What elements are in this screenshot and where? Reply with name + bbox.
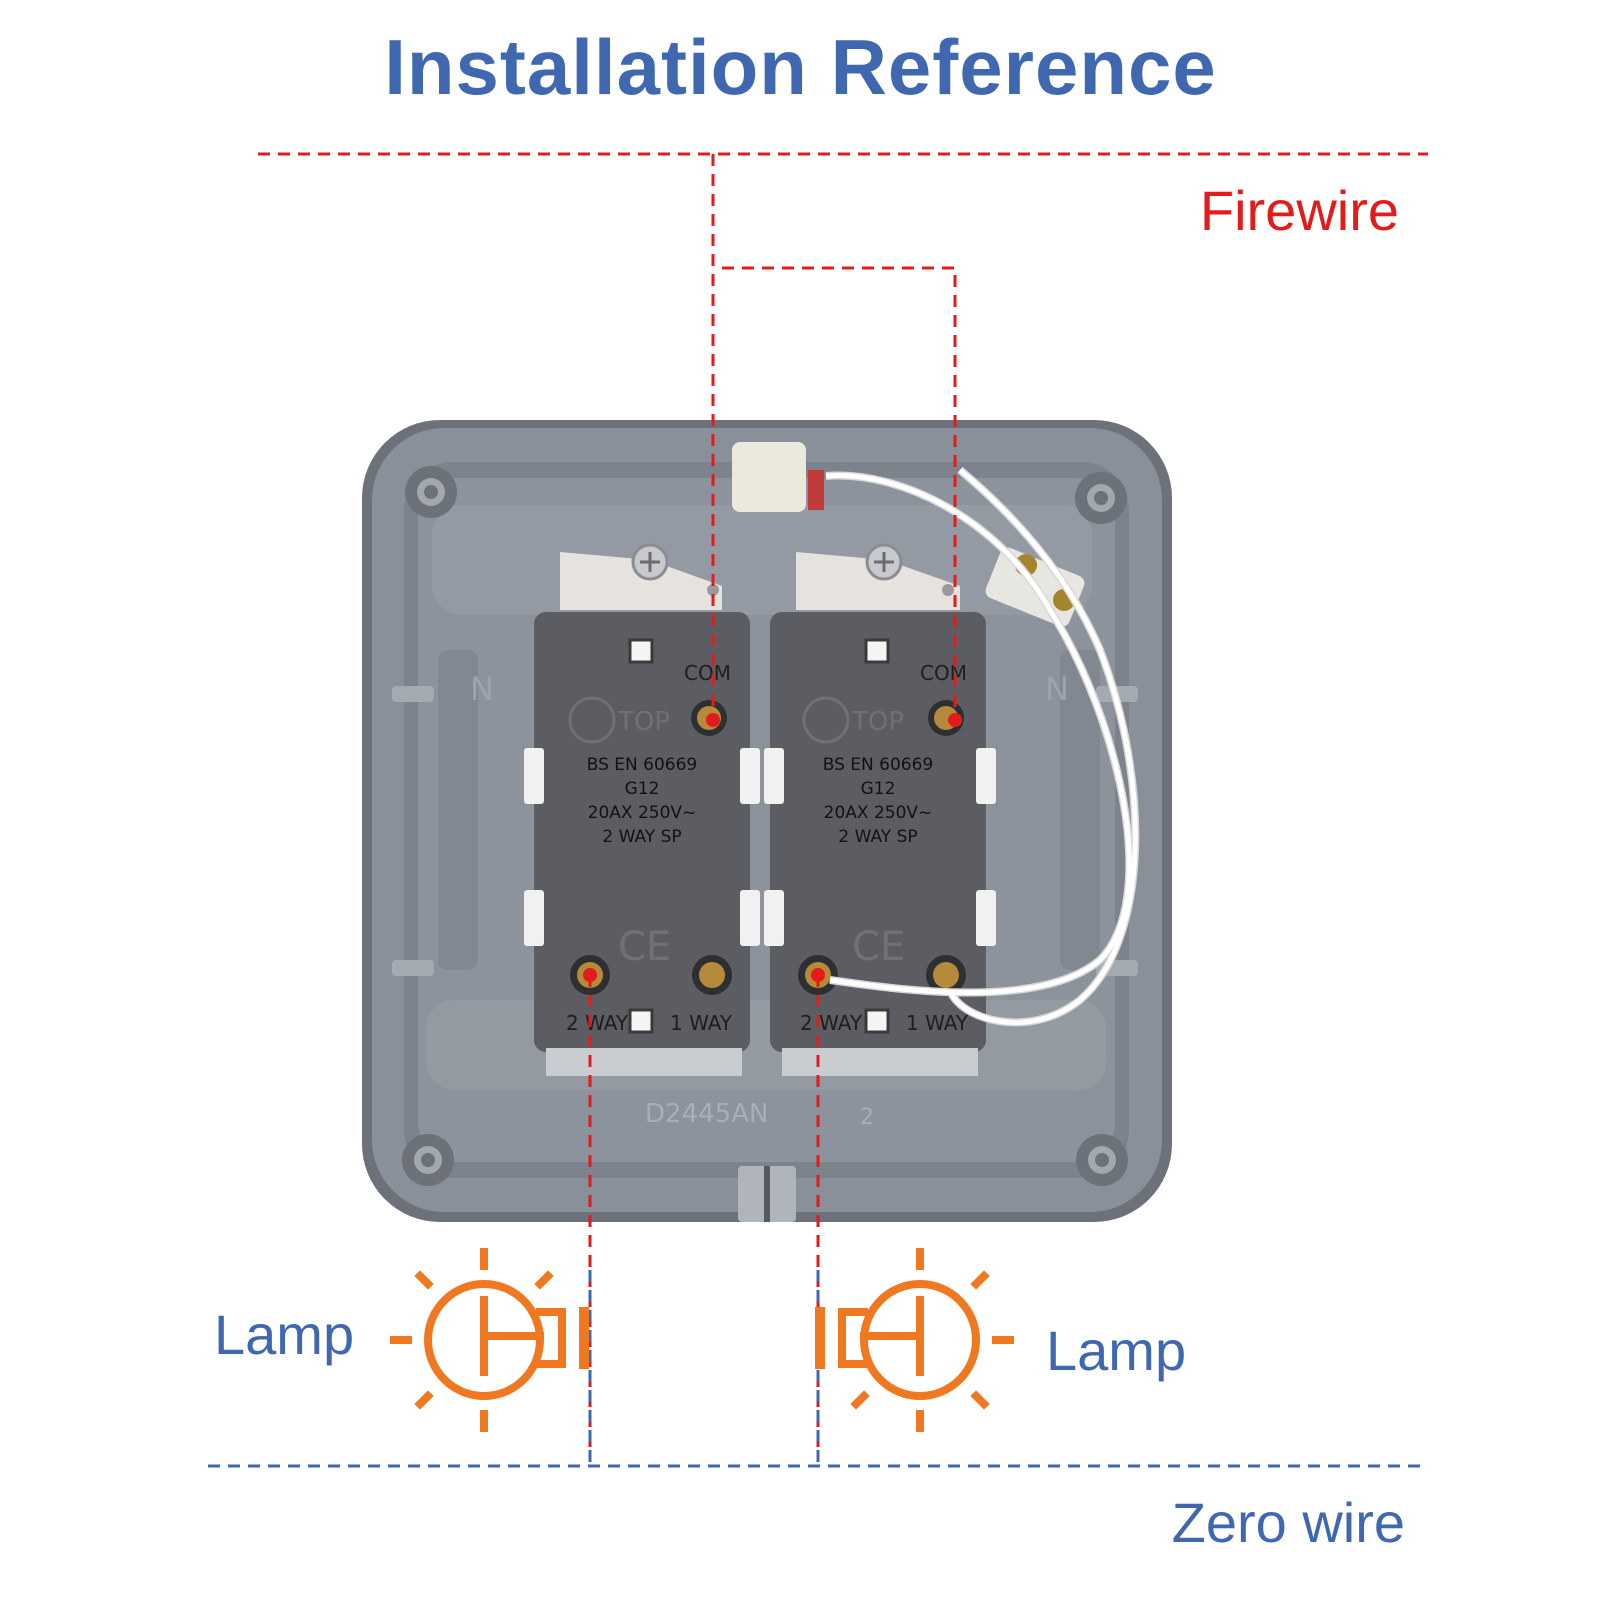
corner-screw-hole-icon <box>1076 1134 1128 1186</box>
back-box: N N D2445AN 2 <box>362 420 1172 1222</box>
lamp-icon <box>390 1248 589 1432</box>
box-model-number: D2445AN <box>645 1099 768 1129</box>
corner-screw-hole-icon <box>1075 472 1127 524</box>
switch-module-left: COM TOP BS EN 60669 G12 20AX 250V~ 2 WAY… <box>524 543 760 1076</box>
red-connection-dots <box>583 713 962 982</box>
rating-line: 20AX 250V~ <box>588 803 697 823</box>
screw-terminal-icon <box>865 543 903 581</box>
screw-terminal-icon <box>631 543 669 581</box>
com-label: COM <box>684 661 731 685</box>
zero-wire-lines <box>208 1270 1428 1468</box>
rating-line: G12 <box>861 779 896 799</box>
corner-screw-hole-icon <box>405 466 457 518</box>
firewire-label: Firewire <box>1199 179 1399 242</box>
top-label: TOP <box>617 707 670 737</box>
way1-label: 1 WAY <box>906 1011 969 1035</box>
rating-line: 2 WAY SP <box>838 827 917 847</box>
box-side-mark-left: N <box>470 670 494 708</box>
rating-line: BS EN 60669 <box>823 755 934 775</box>
box-side-mark-right: N <box>1045 670 1069 708</box>
switch-module-right: COM TOP BS EN 60669 G12 20AX 250V~ 2 WAY… <box>764 543 996 1076</box>
box-mark: 2 <box>860 1105 874 1130</box>
way1-terminal-icon <box>692 955 732 995</box>
rating-line: 2 WAY SP <box>602 827 681 847</box>
corner-screw-hole-icon <box>402 1134 454 1186</box>
top-label: TOP <box>851 707 904 737</box>
way1-terminal-icon <box>926 955 966 995</box>
rating-line: 20AX 250V~ <box>824 803 933 823</box>
lamp-label-right: Lamp <box>1046 1319 1187 1382</box>
rating-line: G12 <box>625 779 660 799</box>
white-jumper-wire <box>825 468 1138 1025</box>
ce-mark: CE <box>852 924 905 970</box>
lamp-label-left: Lamp <box>214 1303 355 1366</box>
way1-label: 1 WAY <box>670 1011 733 1035</box>
com-label: COM <box>920 661 967 685</box>
ce-mark: CE <box>618 924 671 970</box>
zero-wire-label: Zero wire <box>1171 1491 1405 1554</box>
page-title: Installation Reference <box>384 23 1217 111</box>
top-wire-sleeve <box>732 442 824 512</box>
way2-label: 2 WAY <box>800 1011 863 1035</box>
lamp-icon <box>815 1248 1014 1432</box>
way2-label: 2 WAY <box>566 1011 629 1035</box>
rating-line: BS EN 60669 <box>587 755 698 775</box>
